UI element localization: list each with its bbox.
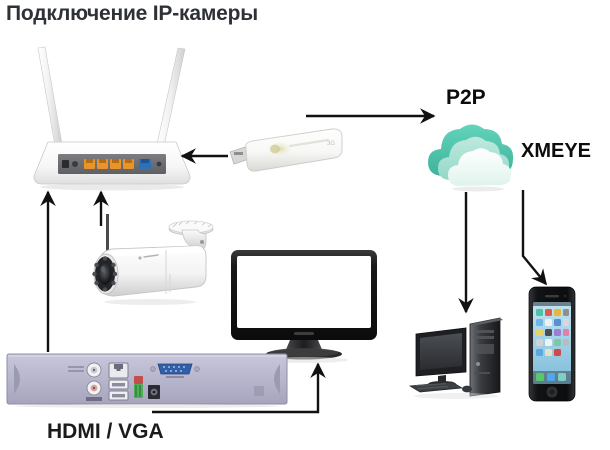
device-smartphone — [528, 286, 576, 402]
pc-mouse — [462, 385, 472, 393]
svg-text:3G: 3G — [327, 141, 335, 147]
camera-bracket — [181, 229, 207, 249]
dvr-mount-left — [14, 364, 20, 394]
camera-lens — [98, 263, 112, 285]
device-router — [33, 46, 191, 191]
device-monitor — [231, 250, 377, 363]
dvr-alarm-terminal — [134, 376, 143, 398]
device-ip-camera — [92, 214, 214, 305]
router-antenna-left — [37, 46, 63, 147]
camera-body — [92, 245, 207, 297]
router-lan-ports — [84, 159, 134, 169]
pc-tower — [469, 317, 503, 397]
phone-dock-icons — [536, 373, 566, 381]
router-antenna-right — [156, 47, 186, 147]
dvr-power-jack — [148, 385, 160, 399]
camera-antenna — [106, 214, 109, 256]
label-xmeye: XMEYE — [521, 140, 592, 162]
device-pc — [408, 317, 503, 399]
phone-home-button — [546, 386, 558, 398]
dvr-vga-port — [150, 363, 200, 378]
arrow-cloud-to-phone — [521, 190, 547, 286]
monitor-screen — [237, 256, 371, 328]
pc-keyboard — [408, 381, 464, 393]
pc-monitor — [415, 327, 467, 387]
router-wan-port — [139, 159, 151, 169]
dvr-mount-right — [274, 364, 280, 394]
dvr-chassis — [6, 353, 288, 405]
device-usb-modem: 3G — [229, 128, 343, 172]
label-hdmi-vga: HDMI / VGA — [47, 420, 164, 443]
label-p2p: P2P — [446, 86, 486, 109]
modem-body — [245, 128, 343, 172]
dvr-lan-port — [108, 362, 129, 379]
dvr-rca-connectors — [86, 362, 102, 401]
device-p2p-cloud — [428, 124, 514, 192]
cloud-layer-inner — [448, 148, 512, 186]
phone-app-icons — [536, 309, 569, 356]
dvr-usb-ports — [108, 379, 129, 401]
device-dvr — [6, 353, 288, 408]
page-title: Подключение IP-камеры — [6, 2, 258, 25]
